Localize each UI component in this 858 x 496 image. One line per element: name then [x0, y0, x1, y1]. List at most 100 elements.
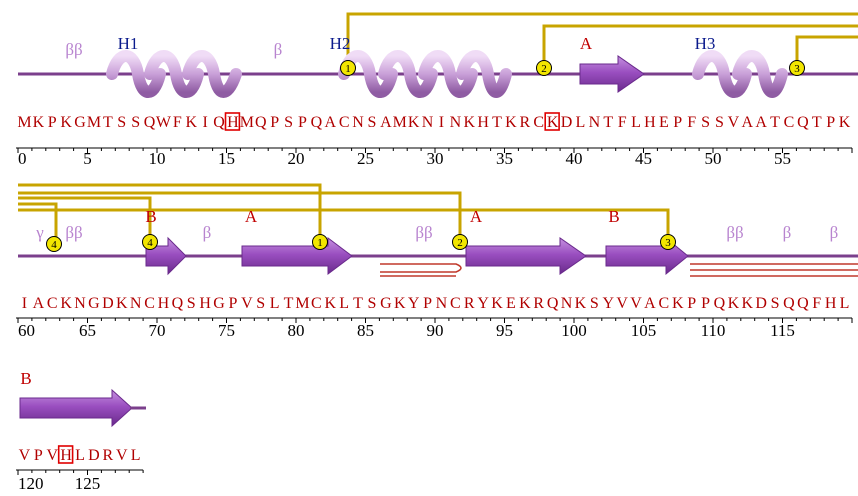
- residue: T: [812, 114, 822, 131]
- residue: I: [202, 114, 207, 131]
- residue: F: [173, 114, 182, 131]
- ruler-number: 15: [218, 149, 235, 168]
- residue: V: [46, 447, 58, 464]
- residue: C: [533, 114, 544, 131]
- svg-text:1: 1: [345, 63, 351, 75]
- residue: V: [19, 447, 31, 464]
- residue: C: [144, 295, 155, 312]
- ruler-number: 65: [79, 321, 96, 340]
- helix-h1: [106, 50, 242, 98]
- residue: K: [728, 295, 740, 312]
- residue: A: [380, 114, 392, 131]
- disulfide-bonds: [18, 12, 858, 240]
- residue: K: [505, 114, 517, 131]
- helix-h2: [338, 50, 512, 98]
- residue: S: [187, 295, 196, 312]
- disulfide-bond-4a-row2: [18, 196, 152, 240]
- residue: K: [116, 295, 128, 312]
- residue: L: [131, 447, 141, 464]
- residue: A: [644, 295, 656, 312]
- residue: K: [672, 295, 684, 312]
- disulfide-bond-marker: 4: [142, 234, 158, 250]
- residue: Q: [311, 114, 323, 131]
- turn-label: β: [274, 40, 283, 59]
- disulfide-bond-marker: 1: [312, 234, 328, 250]
- row-2-structure: [18, 236, 858, 277]
- residue: A: [324, 114, 336, 131]
- turn-label: β: [830, 223, 839, 242]
- residue: R: [533, 295, 544, 312]
- residue: K: [60, 114, 72, 131]
- residue: L: [840, 295, 850, 312]
- ruler-number: 100: [561, 321, 587, 340]
- ruler-number: 55: [774, 149, 791, 168]
- residue: F: [812, 295, 821, 312]
- residue: N: [589, 114, 601, 131]
- residue: S: [117, 114, 126, 131]
- residue: P: [228, 295, 237, 312]
- ruler-number: 105: [631, 321, 657, 340]
- residue: T: [603, 114, 613, 131]
- strand-a: [579, 55, 645, 93]
- svg-text:2: 2: [457, 237, 463, 249]
- residue: V: [616, 295, 628, 312]
- residue: K: [33, 114, 45, 131]
- residue: Y: [477, 295, 489, 312]
- turn-label: γ: [35, 223, 44, 242]
- residue: H: [60, 447, 72, 464]
- hairpin-lines: [380, 263, 858, 277]
- residue: K: [519, 295, 531, 312]
- residue: R: [464, 295, 475, 312]
- svg-text:2: 2: [541, 63, 547, 75]
- residue: L: [631, 114, 641, 131]
- residue: K: [547, 114, 559, 131]
- ruler-number: 120: [18, 474, 44, 493]
- residue: G: [380, 295, 392, 312]
- residue: T: [103, 114, 113, 131]
- strand-label: B: [20, 369, 31, 388]
- residue: N: [74, 295, 86, 312]
- residue: H: [825, 295, 837, 312]
- residue: G: [88, 295, 100, 312]
- strand-b-3: [19, 388, 133, 428]
- residue: K: [324, 295, 336, 312]
- disulfide-bond-marker: 2: [536, 60, 552, 76]
- residue: D: [755, 295, 767, 312]
- residue: M: [393, 114, 407, 131]
- disulfide-bond-marker: 4: [46, 236, 62, 252]
- residue: Q: [213, 114, 225, 131]
- ruler-number: 70: [149, 321, 166, 340]
- disulfide-bond-2-row1: [542, 24, 858, 66]
- residue: P: [34, 447, 43, 464]
- svg-text:3: 3: [665, 237, 671, 249]
- ruler-number: 50: [705, 149, 722, 168]
- residue: E: [506, 295, 516, 312]
- residue: K: [839, 114, 851, 131]
- helix-label: H3: [695, 34, 716, 53]
- residue: K: [185, 114, 197, 131]
- residue: H: [158, 295, 170, 312]
- residue: T: [770, 114, 780, 131]
- residue: C: [311, 295, 322, 312]
- ruler-number: 75: [218, 321, 235, 340]
- helix-label: H1: [118, 34, 139, 53]
- residue: L: [339, 295, 349, 312]
- ruler-number: 5: [83, 149, 92, 168]
- residue: E: [659, 114, 669, 131]
- residue: P: [701, 295, 710, 312]
- residue: K: [463, 114, 475, 131]
- residue: K: [60, 295, 72, 312]
- residue: S: [701, 114, 710, 131]
- residue: T: [492, 114, 502, 131]
- disulfide-bond-marker: 1: [340, 60, 356, 76]
- residue: D: [88, 447, 100, 464]
- residue: V: [630, 295, 642, 312]
- strand-label: B: [145, 207, 156, 226]
- residue: M: [295, 295, 309, 312]
- ruler-number: 20: [288, 149, 305, 168]
